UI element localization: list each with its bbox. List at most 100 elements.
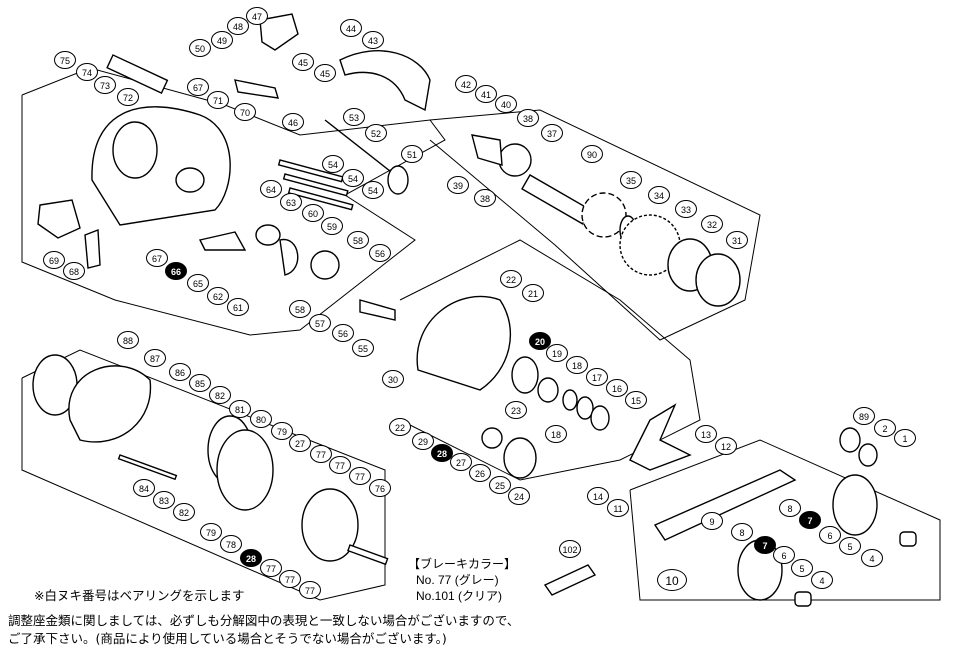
part-callout-7: 7 xyxy=(799,511,821,529)
guide-rod-54c xyxy=(287,187,354,211)
part-callout-45: 45 xyxy=(314,64,336,82)
part-callout-34: 34 xyxy=(648,186,670,204)
part-callout-102: 102 xyxy=(559,540,581,558)
top-cover xyxy=(339,50,431,112)
part-callout-38: 38 xyxy=(517,109,539,127)
ratchet-16 xyxy=(590,405,610,431)
part-callout-18: 18 xyxy=(566,356,588,374)
part-callout-39: 39 xyxy=(447,176,469,194)
part-callout-5: 5 xyxy=(839,537,861,555)
nut-89 xyxy=(839,427,861,453)
guide-rod-54b xyxy=(282,173,349,197)
cap-4b xyxy=(794,591,812,607)
bearing-boss-20 xyxy=(511,356,539,394)
part-callout-17: 17 xyxy=(586,368,608,386)
shim-note-line2: ご了承下さい。(商品により使用している場合とそうでない場合がございます。) xyxy=(8,631,447,646)
spool-shaft xyxy=(347,544,389,566)
part-callout-8: 8 xyxy=(779,499,801,517)
part-callout-79: 79 xyxy=(271,422,293,440)
part-callout-54: 54 xyxy=(362,181,384,199)
part-callout-32: 32 xyxy=(701,215,723,233)
spool-76 xyxy=(301,488,359,562)
frame-gear-boss xyxy=(175,167,205,193)
part-callout-9: 9 xyxy=(701,512,723,530)
part-callout-56: 56 xyxy=(369,244,391,262)
part-callout-89: 89 xyxy=(853,407,875,425)
shim-note-line1: 調整座金類に関しましては、必ずしも分解図中の表現と一致しない場合がございますので… xyxy=(8,613,520,628)
part-callout-78: 78 xyxy=(220,535,242,553)
part-callout-6: 6 xyxy=(773,546,795,564)
frame-body xyxy=(91,106,231,226)
part-callout-75: 75 xyxy=(54,51,76,69)
clutch-plate xyxy=(84,229,101,269)
part-callout-4: 4 xyxy=(861,549,883,567)
part-callout-86: 86 xyxy=(169,363,191,381)
part-callout-82: 82 xyxy=(209,386,231,404)
part-callout-84: 84 xyxy=(133,479,155,497)
part-callout-30: 30 xyxy=(382,370,404,388)
sideplate-87 xyxy=(68,365,152,443)
part-callout-29: 29 xyxy=(412,432,434,450)
part-callout-28: 28 xyxy=(240,549,262,567)
cap-26 xyxy=(481,427,503,449)
part-callout-65: 65 xyxy=(187,274,209,292)
part-callout-55: 55 xyxy=(352,339,374,357)
part-callout-52: 52 xyxy=(365,124,387,142)
part-callout-42: 42 xyxy=(455,75,477,93)
brake-color-clear: No.101 (クリア) xyxy=(416,589,503,603)
part-callout-13: 13 xyxy=(695,425,717,443)
gear-group-outline xyxy=(429,109,761,341)
part-callout-22: 22 xyxy=(389,418,411,436)
pinion-55 xyxy=(359,299,396,321)
part-callout-49: 49 xyxy=(211,31,233,49)
part-callout-58: 58 xyxy=(289,300,311,318)
part-callout-73: 73 xyxy=(94,76,116,94)
worm-gear-51 xyxy=(387,165,409,195)
part-callout-2: 2 xyxy=(874,419,896,437)
cap-4a xyxy=(899,531,917,547)
part-callout-68: 68 xyxy=(63,262,85,280)
part-callout-10: 10 xyxy=(657,569,687,591)
part-callout-90: 90 xyxy=(581,145,603,163)
spool-disc-80 xyxy=(216,429,274,511)
part-callout-87: 87 xyxy=(144,349,166,367)
part-callout-8: 8 xyxy=(731,523,753,541)
handle-group-outline xyxy=(629,439,941,601)
part-callout-56: 56 xyxy=(332,324,354,342)
clutch-cam-64 xyxy=(255,224,281,246)
washer-18 xyxy=(562,389,578,411)
part-callout-66: 66 xyxy=(165,262,187,280)
part-callout-72: 72 xyxy=(117,88,139,106)
part-callout-77: 77 xyxy=(349,467,371,485)
part-callout-6: 6 xyxy=(819,526,841,544)
part-callout-7: 7 xyxy=(754,536,776,554)
part-callout-20: 20 xyxy=(529,332,551,350)
side-plate-30 xyxy=(416,295,512,391)
part-callout-40: 40 xyxy=(495,95,517,113)
part-callout-76: 76 xyxy=(369,479,391,497)
part-callout-71: 71 xyxy=(207,91,229,109)
part-callout-82: 82 xyxy=(173,503,195,521)
part-callout-5: 5 xyxy=(791,559,813,577)
pin-84 xyxy=(117,454,178,481)
spool-group-outline xyxy=(21,349,386,601)
part-callout-26: 26 xyxy=(469,464,491,482)
part-callout-25: 25 xyxy=(489,476,511,494)
part-callout-23: 23 xyxy=(505,401,527,419)
part-callout-69: 69 xyxy=(43,251,65,269)
sideplate-group-outline xyxy=(399,239,701,481)
part-callout-81: 81 xyxy=(229,400,251,418)
part-callout-67: 67 xyxy=(187,78,209,96)
part-callout-60: 60 xyxy=(302,204,324,222)
part-callout-19: 19 xyxy=(546,344,568,362)
bearing-note: ※白ヌキ番号はベアリングを示します xyxy=(34,588,245,603)
part-callout-22: 22 xyxy=(500,270,522,288)
part-callout-4: 4 xyxy=(811,571,833,589)
handle-arm-11 xyxy=(653,469,797,541)
part-callout-24: 24 xyxy=(508,487,530,505)
part-callout-21: 21 xyxy=(522,284,544,302)
part-callout-77: 77 xyxy=(260,559,282,577)
part-callout-63: 63 xyxy=(280,193,302,211)
